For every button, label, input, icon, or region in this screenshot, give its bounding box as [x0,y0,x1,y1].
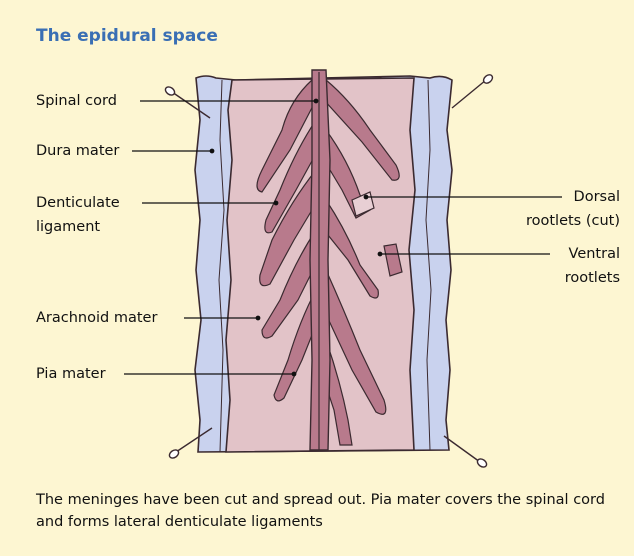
label-denticulate-line1: Denticulate [36,193,120,213]
label-dorsal-line1: Dorsal [574,187,620,207]
pin-top-right [452,73,494,108]
label-ventral-line1: Ventral [569,244,620,264]
spinal-cord [310,70,330,450]
label-arachnoid-mater: Arachnoid mater [36,308,157,328]
label-spinal-cord: Spinal cord [36,91,117,111]
label-pia-mater: Pia mater [36,364,106,384]
pin-bottom-right [444,436,488,469]
label-dura-mater: Dura mater [36,141,119,161]
label-dorsal-line2: rootlets (cut) [526,211,620,231]
label-ventral-line2: rootlets [565,268,620,288]
label-denticulate-line2: ligament [36,217,100,237]
figure-caption: The meninges have been cut and spread ou… [36,489,626,533]
